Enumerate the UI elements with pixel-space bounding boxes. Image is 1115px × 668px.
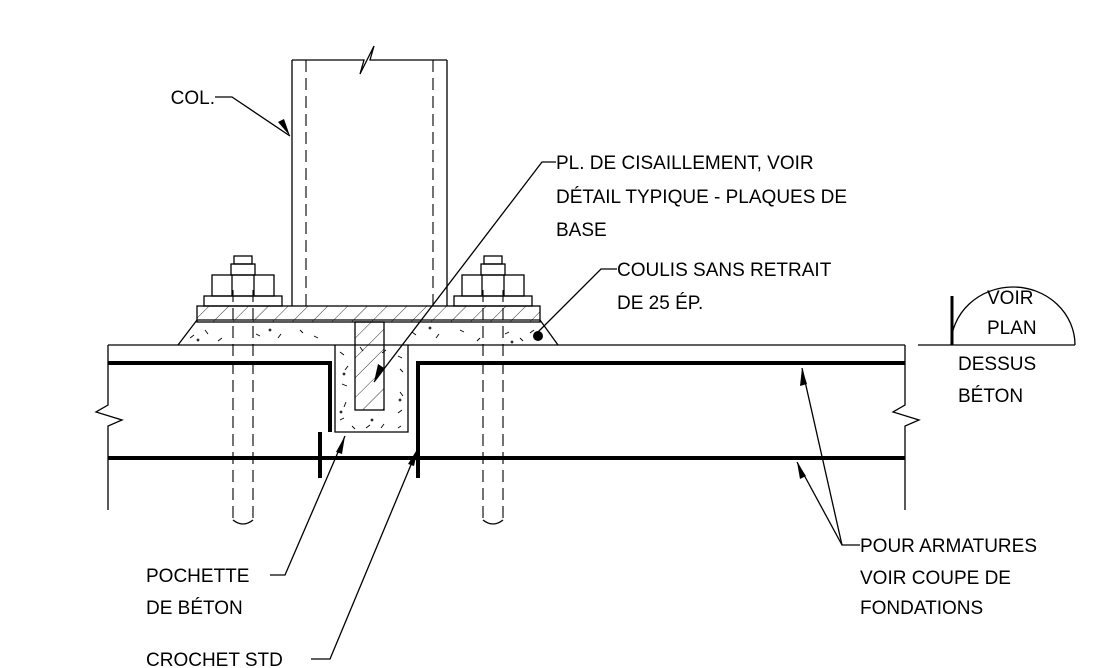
label-shear-plate-line-2: DÉTAIL TYPIQUE - PLAQUES DE <box>556 187 847 208</box>
nut-right <box>453 255 533 307</box>
label-shear-plate-line-3: BASE <box>556 220 607 241</box>
label-rebar-line-1: POUR ARMATURES <box>860 536 1037 557</box>
base-plate <box>196 305 541 323</box>
label-col: COL. <box>171 88 215 109</box>
concrete-footing <box>94 344 921 510</box>
label-see-plan-line-4: BÉTON <box>958 386 1023 407</box>
label-grout-line-2: DE 25 ÉP. <box>617 293 703 314</box>
label-see-plan-line-1: VOIR <box>987 288 1033 309</box>
label-pocket-line-1: POCHETTE <box>146 566 249 587</box>
concrete-pocket <box>334 345 409 433</box>
rebar-bottom <box>108 432 905 478</box>
grout-callout-dot <box>533 331 543 341</box>
rebar-top <box>108 361 905 432</box>
label-pocket-line-2: DE BÉTON <box>146 598 243 619</box>
steel-column <box>291 45 448 306</box>
label-shear-plate-line-1: PL. DE CISAILLEMENT, VOIR <box>556 153 814 174</box>
label-see-plan-line-3: DESSUS <box>958 354 1036 375</box>
label-rebar-line-2: VOIR COUPE DE <box>860 568 1011 589</box>
label-rebar-line-3: FONDATIONS <box>860 598 983 619</box>
anchor-rod-right <box>482 290 504 525</box>
anchor-rod-left <box>232 290 254 525</box>
label-hook: CROCHET STD <box>146 650 283 668</box>
label-see-plan-line-2: PLAN <box>987 318 1037 339</box>
leader-lines <box>215 96 860 660</box>
section-reference-symbol <box>918 286 1076 346</box>
nut-left <box>203 255 283 307</box>
label-grout-line-1: COULIS SANS RETRAIT <box>617 260 832 281</box>
